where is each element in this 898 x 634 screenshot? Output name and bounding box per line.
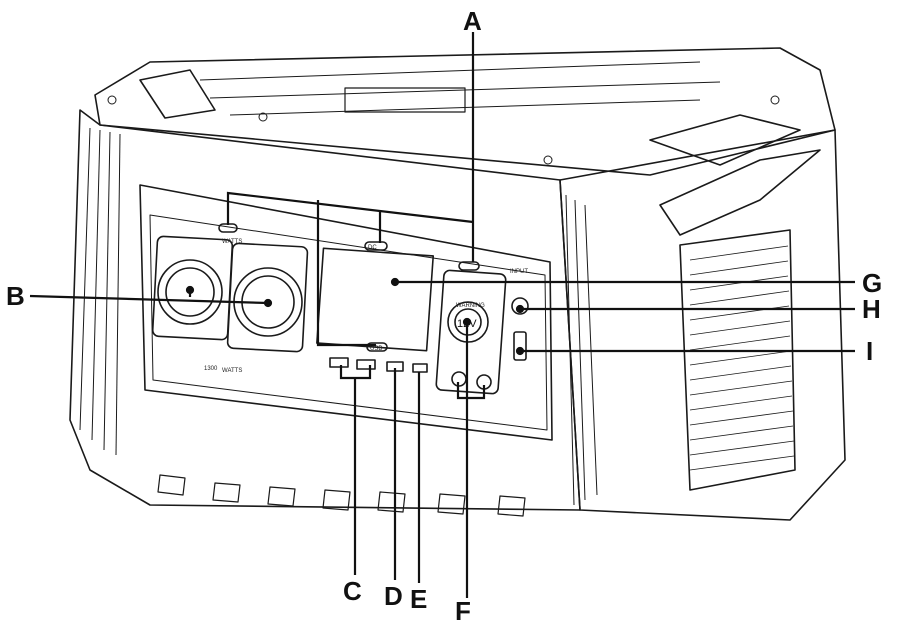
- front-face: [69, 109, 581, 511]
- side-vent: [679, 229, 796, 491]
- indicator-input: [458, 261, 480, 271]
- power-button: [511, 297, 529, 315]
- side-handle: [659, 149, 821, 236]
- usb-port-small: [412, 363, 428, 373]
- top-handle-right: [649, 114, 801, 166]
- ac-label: WATTS: [222, 239, 242, 245]
- usb-label: USB: [370, 346, 382, 352]
- callout-a: A: [463, 6, 482, 36]
- dc-label: DC: [368, 245, 377, 251]
- top-surface: [94, 47, 836, 176]
- callout-d: D: [384, 581, 403, 611]
- warning-label: WARNING: [456, 303, 485, 309]
- callout-e: E: [410, 584, 427, 614]
- input-port: [513, 331, 527, 361]
- ac-outlet-right: [226, 242, 309, 353]
- indicator-dc: [364, 241, 388, 251]
- top-handle-left: [139, 69, 216, 119]
- watts-label: WATTS: [222, 368, 242, 374]
- callout-c: C: [343, 576, 362, 606]
- front-panel: [139, 184, 553, 441]
- indicator-usb: [366, 342, 388, 352]
- lcd-screen: [316, 247, 435, 352]
- usb-port-2: [356, 359, 376, 370]
- callout-i: I: [866, 336, 873, 366]
- leader-lines: [29, 32, 855, 598]
- callout-f: F: [455, 596, 471, 626]
- callout-b: B: [6, 281, 25, 311]
- model-label: 1300: [204, 366, 218, 372]
- callout-g: G: [862, 268, 882, 298]
- input-label: INPUT: [510, 269, 528, 275]
- bottom-feet: [157, 474, 526, 517]
- car-port-voltage: 12V: [457, 318, 477, 330]
- usb-port-1: [329, 357, 349, 368]
- port-bay: [435, 269, 507, 395]
- side-face: [559, 129, 846, 521]
- callout-h: H: [862, 294, 881, 324]
